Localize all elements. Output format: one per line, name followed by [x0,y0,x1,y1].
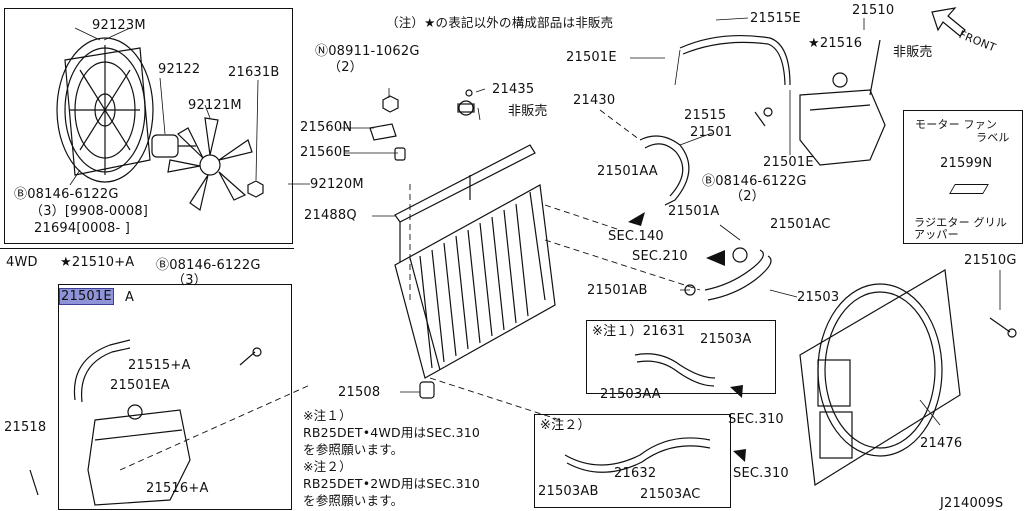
section-arrows [628,212,746,462]
note1-box [586,320,776,394]
part-21501aa: 21501AA [597,164,658,179]
part-21503: 21503 [797,290,840,305]
radiator-cap-drawing [457,89,475,116]
part-21503aa: 21503AA [600,387,661,402]
section-310-b: SEC.310 [733,466,789,481]
part-21516a: 21516+A [146,481,209,496]
part-21599n: 21599N [940,156,993,171]
part-21510g: 21510G [964,253,1017,268]
fan-shroud-right-drawing [799,269,961,487]
4wd-reservoir-drawing [29,339,262,506]
fan-leader-lines [69,27,310,186]
note1-hose-drawing [634,353,716,387]
part-21501ab: 21501AB [587,283,648,298]
part-21515: 21515 [684,108,727,123]
note2-hose-drawing [564,437,711,473]
lower-hose-drawing [684,247,772,301]
overflow-hose-drawing [679,34,791,86]
part-21501e-right: 21501E [763,155,814,170]
part-21501a: 21501A [668,204,720,219]
drawing-number: J214009S [940,496,1004,511]
part-21488q: 21488Q [304,208,357,223]
fan-shroud-drawing [56,37,154,183]
part-21510: 21510 [852,3,895,18]
note2-heading: ※注２） [303,459,352,474]
part-21503ac: 21503AC [640,487,701,502]
part-21503a: 21503A [700,332,752,347]
part-21560e: 21560E [300,145,351,160]
fan-nut-drawing [247,180,264,198]
tank-bolt-drawing [754,107,773,127]
note1-reference: ※注１）21631 [592,324,686,339]
label-sticker-icon [949,184,989,194]
part-21501ac: 21501AC [770,217,831,232]
bolt-08146-c: Ⓑ08146-6122G [156,258,261,273]
note1-line1: RB25DET•4WD用はSEC.310 [303,425,481,440]
part-92122: 92122 [158,62,201,77]
fan-motor-drawing [151,134,196,158]
dashed-reference-lines [119,109,701,471]
part-92121m: 92121M [188,98,242,113]
qty-n: （2） [328,60,363,75]
note2-box [534,414,731,508]
section-310-a: SEC.310 [728,412,784,427]
front-arrow-icon [931,7,966,37]
note2-line2: を参照願います。 [303,493,404,508]
part-21632: 21632 [614,466,657,481]
part-suffix-a: A [125,290,135,305]
radiator-core-drawing [394,144,556,379]
part-21516-star: ★21516 [808,36,863,51]
motor-fan-label-text-2: ラベル [976,131,1010,144]
note2-reference: ※注２） [540,418,591,433]
note1-heading: ※注１） [303,408,352,423]
part-92120m: 92120M [310,177,364,192]
part-21430: 21430 [573,93,616,108]
not-sold-1: 非販売 [508,104,548,119]
part-21518: 21518 [4,420,47,435]
shroud-bolt-drawing [989,317,1017,338]
motor-fan-label-text: モーター ファン [915,118,998,131]
part-21510a-star: ★21510+A [60,255,135,270]
part-21503ab: 21503AB [538,484,599,499]
qty-b: （2） [730,189,765,204]
4wd-inset-frame [58,284,292,510]
leader-lines [340,17,1001,426]
part-21501ea: 21501EA [110,378,170,393]
grille-label-text-2: アッパー [914,228,959,241]
part-21515a: 21515+A [128,358,191,373]
part-21694: 21694[0008- ] [34,221,131,236]
part-92123m: 92123M [92,18,146,33]
grille-label-text: ラジエター グリル [914,216,1008,229]
bolt-08146-b: Ⓑ08146-6122G [702,174,807,189]
bolt-08146-a: Ⓑ08146-6122G [14,187,119,202]
not-sold-2: 非販売 [893,45,933,60]
radiator-mount-drawing [369,95,435,399]
section-140: SEC.140 [608,229,664,244]
notice-text: （注）★の表記以外の構成部品は非販売 [386,15,614,30]
part-21435: 21435 [492,82,535,97]
section-210: SEC.210 [632,249,688,264]
part-21501ea-highlight[interactable]: 21501E [59,288,114,305]
label-legend-frame [903,110,1023,244]
reservoir-tank-drawing [799,39,886,166]
part-08911: Ⓝ08911-1062G [315,44,420,59]
part-21508: 21508 [338,385,381,400]
4wd-divider [0,248,294,249]
qty-a: （3）[9908-0008] [30,204,149,219]
fan-inset-frame [4,8,293,244]
4wd-label: 4WD [6,255,38,270]
part-21476: 21476 [920,436,963,451]
part-21501: 21501 [690,125,733,140]
part-21515e: 21515E [750,11,801,26]
note1-line2: を参照願います。 [303,442,404,457]
part-21631b: 21631B [228,65,280,80]
note2-line1: RB25DET•2WD用はSEC.310 [303,476,481,491]
qty-c: （3） [172,273,207,288]
part-21501e-top: 21501E [566,50,617,65]
fan-blade-drawing [167,117,253,212]
part-21560n: 21560N [300,120,353,135]
